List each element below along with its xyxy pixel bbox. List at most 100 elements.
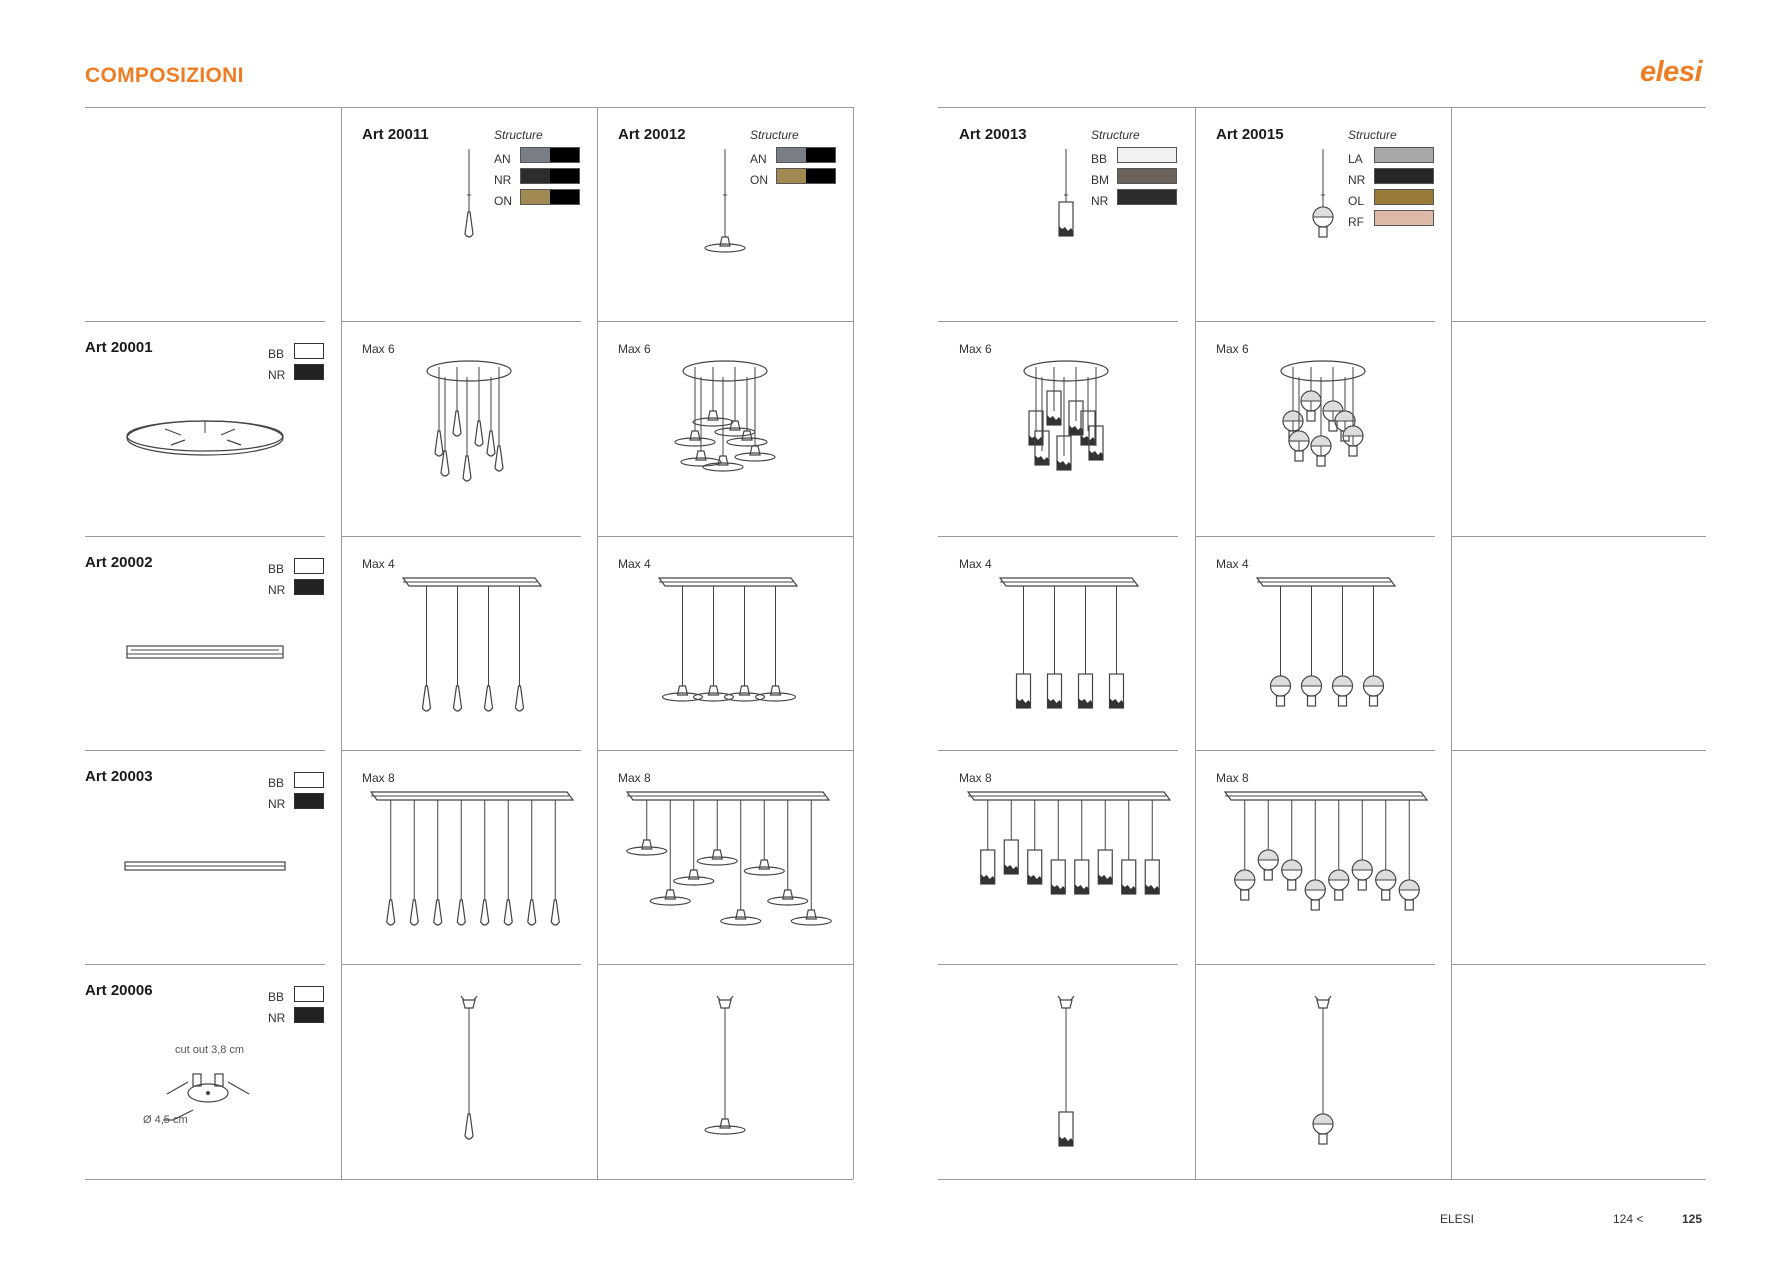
column-2-article: Art 20012 — [618, 126, 686, 143]
row-rule — [1451, 964, 1706, 965]
max-pendants-label: Max 4 — [959, 557, 992, 571]
footer-brand: ELESI — [1440, 1212, 1475, 1226]
max-pendants-label: Max 8 — [618, 771, 651, 785]
finish-code: BM — [1091, 173, 1109, 187]
finish-swatch-bb[interactable] — [1117, 147, 1177, 163]
column-1-article: Art 20011 — [362, 126, 429, 143]
row-rule — [1195, 750, 1435, 751]
base-bar4-drawing — [126, 645, 284, 659]
single-pendant-drop-drawing — [464, 149, 474, 238]
finish-code: BB — [268, 347, 285, 361]
finish-code: AN — [750, 152, 767, 166]
row-rule — [938, 536, 1178, 537]
row-rule — [85, 536, 325, 537]
column-4-article: Art 20015 — [1216, 126, 1284, 143]
row-rule — [1195, 321, 1435, 322]
page-title: COMPOSIZIONI — [85, 64, 244, 87]
structure-label: Structure — [1348, 128, 1397, 142]
row-4-article: Art 20006 — [85, 982, 153, 999]
finish-code: NR — [1091, 194, 1109, 208]
max-pendants-label: Max 4 — [362, 557, 395, 571]
top-rule-right — [938, 107, 1706, 108]
composition-bar8-drop-drawing — [369, 791, 575, 926]
finish-swatch-nr[interactable] — [520, 168, 580, 184]
finish-swatch-bb[interactable] — [294, 558, 324, 574]
row-rule — [597, 321, 853, 322]
finish-code: ON — [750, 173, 768, 187]
composition-recessed-drop-drawing — [460, 995, 478, 1140]
finish-swatch-bb[interactable] — [294, 986, 324, 1002]
composition-bar4-drop-drawing — [401, 577, 543, 712]
top-rule-left — [85, 107, 853, 108]
finish-code: BB — [1091, 152, 1108, 166]
composition-recessed-cylinder-drawing — [1057, 995, 1075, 1147]
column-divider — [1195, 107, 1196, 1179]
composition-bar8-globe-drawing — [1223, 791, 1429, 911]
max-pendants-label: Max 8 — [1216, 771, 1249, 785]
finish-swatch-rf[interactable] — [1374, 210, 1434, 226]
row-rule — [1451, 536, 1706, 537]
finish-swatch-nr[interactable] — [294, 364, 324, 380]
row-rule — [1195, 964, 1435, 965]
finish-code: NR — [268, 583, 286, 597]
finish-code: NR — [268, 797, 286, 811]
bottom-rule-right — [938, 1179, 1706, 1180]
finish-swatch-nr[interactable] — [1374, 168, 1434, 184]
finish-code: NR — [268, 1011, 286, 1025]
structure-label: Structure — [494, 128, 543, 142]
column-3-article: Art 20013 — [959, 126, 1027, 143]
finish-swatch-nr[interactable] — [1117, 189, 1177, 205]
footer-page-number: 125 — [1682, 1212, 1703, 1226]
max-pendants-label: Max 4 — [618, 557, 651, 571]
row-rule — [85, 750, 325, 751]
row-rule — [85, 964, 325, 965]
finish-swatch-an[interactable] — [520, 147, 580, 163]
base-recessed-drawing — [163, 1073, 250, 1121]
finish-code: ON — [494, 194, 512, 208]
finish-swatch-la[interactable] — [1374, 147, 1434, 163]
column-divider — [1451, 107, 1452, 1179]
row-2-article: Art 20002 — [85, 554, 153, 571]
row-rule — [938, 964, 1178, 965]
finish-swatch-nr[interactable] — [294, 1007, 324, 1023]
row-rule — [341, 321, 581, 322]
max-pendants-label: Max 8 — [959, 771, 992, 785]
composition-round-drop-drawing — [426, 360, 512, 482]
composition-bar4-globe-drawing — [1255, 577, 1397, 707]
row-rule — [85, 321, 325, 322]
row-rule — [597, 964, 853, 965]
max-pendants-label: Max 6 — [1216, 342, 1249, 356]
composition-bar8-cylinder-drawing — [966, 791, 1172, 895]
finish-swatch-bb[interactable] — [294, 772, 324, 788]
column-divider — [341, 107, 342, 1179]
max-pendants-label: Max 6 — [959, 342, 992, 356]
max-pendants-label: Max 6 — [618, 342, 651, 356]
single-pendant-cylinder-drawing — [1058, 149, 1074, 237]
finish-swatch-nr[interactable] — [294, 579, 324, 595]
max-pendants-label: Max 8 — [362, 771, 395, 785]
diameter-note: Ø 4,5 cm — [143, 1114, 188, 1126]
composition-round-globe-drawing — [1280, 360, 1366, 467]
finish-swatch-bb[interactable] — [294, 343, 324, 359]
composition-round-disc-drawing — [674, 360, 776, 472]
finish-swatch-nr[interactable] — [294, 793, 324, 809]
row-rule — [938, 321, 1178, 322]
row-3-article: Art 20003 — [85, 768, 153, 785]
finish-swatch-ol[interactable] — [1374, 189, 1434, 205]
footer-prev-page-link[interactable]: 124 < — [1613, 1212, 1644, 1226]
finish-swatch-an[interactable] — [776, 147, 836, 163]
max-pendants-label: Max 6 — [362, 342, 395, 356]
row-rule — [1195, 536, 1435, 537]
brand-logo: elesi — [1640, 56, 1703, 88]
finish-swatch-on[interactable] — [520, 189, 580, 205]
row-rule — [597, 750, 853, 751]
row-rule — [1451, 321, 1706, 322]
max-pendants-label: Max 4 — [1216, 557, 1249, 571]
row-rule — [341, 536, 581, 537]
finish-swatch-on[interactable] — [776, 168, 836, 184]
structure-label: Structure — [1091, 128, 1140, 142]
row-1-article: Art 20001 — [85, 339, 153, 356]
finish-code: AN — [494, 152, 511, 166]
finish-code: BB — [268, 776, 285, 790]
finish-swatch-bm[interactable] — [1117, 168, 1177, 184]
